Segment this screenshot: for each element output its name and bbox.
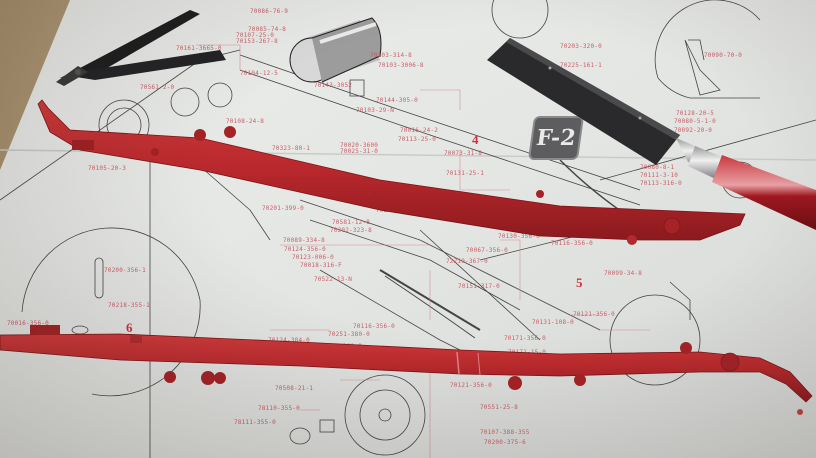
- part-number-label: 70225-161-1: [560, 62, 602, 69]
- part-number-label: 70025-31-0: [340, 148, 379, 155]
- part-number-label: 70131-108-0: [532, 319, 574, 326]
- part-number-label: 70121-356-0: [573, 311, 615, 318]
- part-number-label: 70080-8-1: [640, 164, 675, 171]
- part-number-label: 72219-367-0: [446, 258, 488, 265]
- part-number-label: 70203-320-0: [560, 43, 602, 50]
- part-number-label: 70202-323-8: [330, 227, 372, 234]
- part-number-label: 70089-334-8: [283, 237, 325, 244]
- part-number-label: 70018-316-F: [300, 262, 342, 269]
- part-number-label: 70073-31-8: [444, 150, 483, 157]
- part-number-label: 70103-29-N: [356, 107, 395, 114]
- part-number-label: 70104-12-5: [240, 70, 279, 77]
- part-number-label: 70085-74-8: [248, 26, 287, 33]
- part-number-label: 70111-3-10: [640, 172, 679, 179]
- part-number-label: 78111-355-0: [234, 419, 276, 426]
- part-number-label: 70124-384-0: [268, 337, 310, 344]
- part-number-label: 70161-3665-0: [176, 45, 222, 52]
- part-number-label: 70092-20-0: [674, 127, 713, 134]
- part-number-label: 70551-25-8: [480, 404, 519, 411]
- part-number-label: 70116-356-0: [551, 240, 593, 247]
- part-number-label: 70124-356-0: [284, 246, 326, 253]
- part-number-label: 70123-006-0: [292, 254, 334, 261]
- part-number-label: 70116-356-0: [353, 323, 395, 330]
- part-number-label: 70103-314-8: [370, 52, 412, 59]
- part-number-label: 70144-305-0: [376, 97, 418, 104]
- part-number-label: 70200-356-1: [104, 267, 146, 274]
- part-number-label: 70113-25-0: [398, 136, 437, 143]
- part-number-label: 70113-316-0: [640, 180, 682, 187]
- part-number-label: 70201-399-0: [262, 205, 304, 212]
- step-number-6: 6: [126, 320, 133, 335]
- step-number-4: 4: [472, 132, 479, 147]
- upper-chassis-rail: [37, 99, 746, 245]
- part-number-label: 70107-25-0: [236, 32, 275, 39]
- part-number-label: 70131-25-1: [446, 170, 485, 177]
- part-number-label: 70200-375-6: [484, 439, 526, 446]
- part-number-label: 70105-20-3: [88, 165, 127, 172]
- part-number-label: 70153-267-8: [236, 38, 278, 45]
- part-number-label: 70323-80-1: [272, 145, 311, 152]
- part-number-label: 70121-356-0: [450, 382, 492, 389]
- razor-saw: [487, 38, 816, 230]
- part-number-label: 70218-355-1: [108, 302, 150, 309]
- step-number-5: 5: [576, 275, 583, 290]
- part-number-label: 70020-3600: [340, 142, 379, 149]
- part-number-label: 70522-13-N: [314, 276, 353, 283]
- part-number-label: 70130-356-0: [498, 233, 540, 240]
- part-number-label: 70107-388-355: [480, 429, 530, 436]
- lower-chassis-rail: [0, 325, 813, 415]
- part-number-label: 70508-21-1: [275, 385, 314, 392]
- part-number-label: 70099-34-8: [604, 270, 643, 277]
- part-number-label: 70090-70-0: [704, 52, 743, 59]
- part-number-label: 70086-76-9: [250, 8, 289, 15]
- part-number-label: 70016-356-0: [7, 320, 49, 327]
- part-number-label: 70581-12-8: [332, 219, 371, 226]
- part-number-label: 70067-356-0: [466, 247, 508, 254]
- part-number-label: 70151-317-0: [458, 283, 500, 290]
- part-number-label: 70128-20-5: [676, 110, 715, 117]
- part-number-label: 70108-24-8: [226, 118, 265, 125]
- part-number-label: 70561-2-0: [140, 84, 175, 91]
- part-number-label: 70103-3006-8: [378, 62, 424, 69]
- part-number-label: 70016-24-2: [400, 127, 439, 134]
- part-number-label: 78110-355-0: [258, 405, 300, 412]
- part-number-label: 70080-5-1-0: [674, 118, 716, 125]
- muffler-drawing: [289, 17, 382, 83]
- side-cutter-nippers: [56, 10, 226, 86]
- part-number-label: 70143-3052: [314, 82, 353, 89]
- part-number-label: 70171-356-0: [504, 335, 546, 342]
- part-number-label: 70251-380-0: [328, 331, 370, 338]
